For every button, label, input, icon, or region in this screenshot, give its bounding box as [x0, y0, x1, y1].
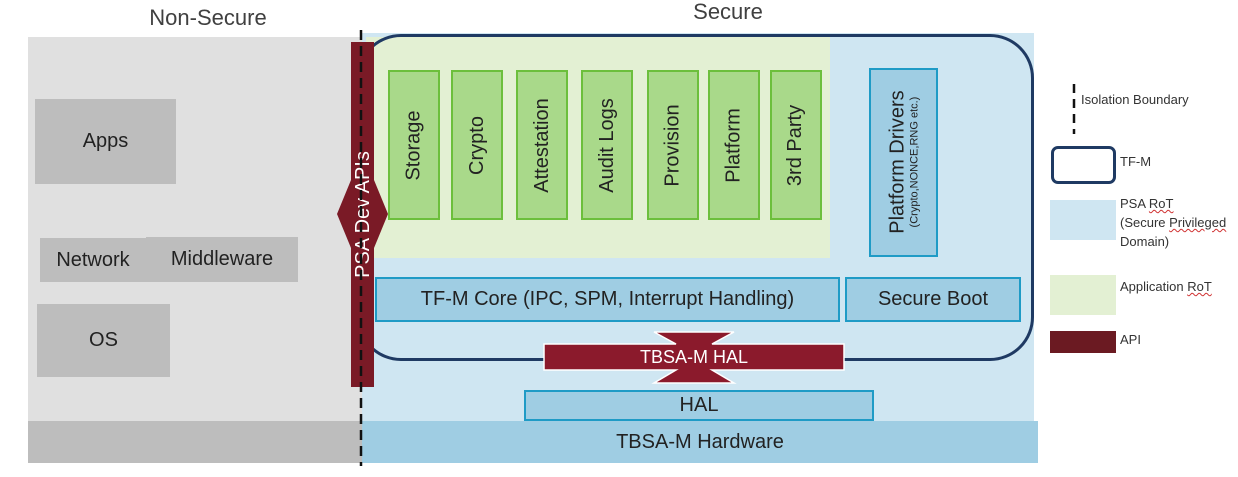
legend-psa-rot-swatch — [1050, 200, 1116, 240]
isolation-boundary-line — [359, 30, 363, 466]
platform-drivers-title: Platform Drivers — [886, 90, 909, 235]
non-secure-title: Non-Secure — [149, 5, 267, 30]
legend-api-swatch — [1050, 331, 1116, 353]
legend-isolation-dash-icon — [1072, 84, 1076, 134]
legend-isolation-label: Isolation Boundary — [1081, 92, 1189, 107]
platform-drivers-subtitle: (Crypto,NONCE,RNG etc.) — [908, 97, 921, 228]
tbsa-m-hardware: TBSA-M Hardware — [362, 421, 1038, 463]
platform-drivers-box: Platform Drivers (Crypto,NONCE,RNG etc.) — [869, 68, 938, 257]
legend-app-rot-swatch — [1050, 275, 1116, 315]
non-secure-hardware-strip — [28, 421, 362, 463]
legend-api-label: API — [1120, 332, 1141, 347]
hal-box: HAL — [524, 390, 874, 421]
tbsa-m-hal-label: TBSA-M HAL — [639, 346, 749, 367]
legend-tfm-label: TF-M — [1120, 154, 1152, 169]
attestation-service: Attestation — [516, 70, 568, 220]
legend-app-rot-label: Application RoT — [1120, 279, 1212, 294]
legend-tfm-swatch — [1051, 146, 1116, 184]
crypto-service: Crypto — [451, 70, 503, 220]
audit-logs-service: Audit Logs — [581, 70, 633, 220]
third-party-service: 3rd Party — [770, 70, 822, 220]
secure-boot-box: Secure Boot — [845, 277, 1021, 322]
middleware-box: Middleware — [146, 237, 298, 282]
os-box: OS — [37, 304, 170, 377]
storage-service: Storage — [388, 70, 440, 220]
apps-box: Apps — [35, 99, 176, 184]
tf-m-core-box: TF-M Core (IPC, SPM, Interrupt Handling) — [375, 277, 840, 322]
provision-service: Provision — [647, 70, 699, 220]
legend-psa-rot-label: PSA RoT (Secure Privileged Domain) — [1120, 196, 1227, 249]
tbsa-m-hal-arrow — [543, 331, 845, 384]
network-box: Network — [40, 238, 146, 282]
secure-title: Secure — [693, 0, 763, 24]
platform-service: Platform — [708, 70, 760, 220]
psa-dev-apis-bar — [337, 42, 388, 387]
